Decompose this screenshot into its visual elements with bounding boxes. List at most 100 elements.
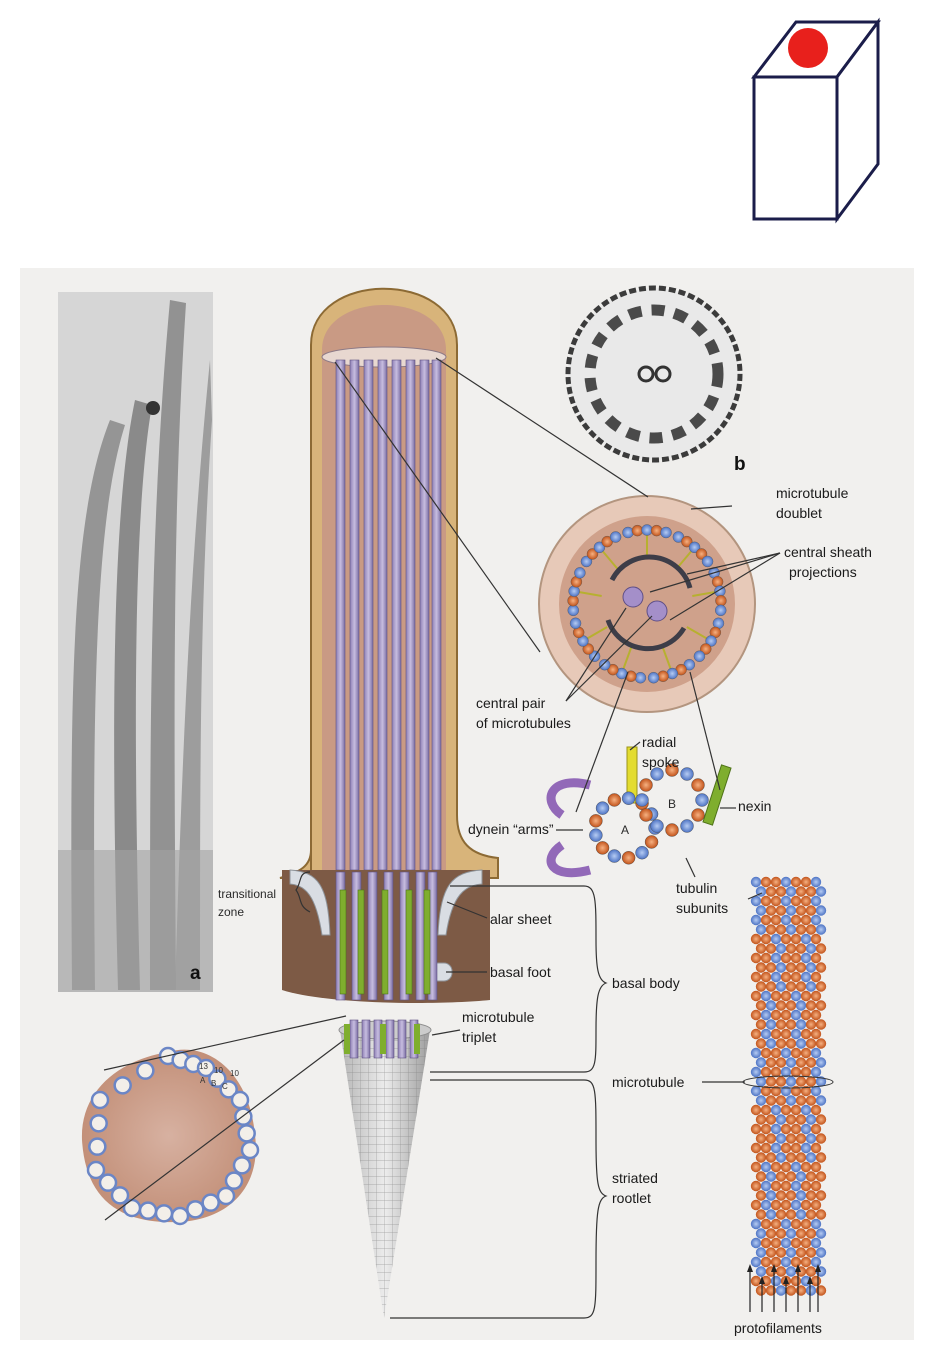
tubulin-subunit [755, 1285, 767, 1296]
tubulin-subunit [815, 1000, 827, 1011]
tubulin-subunit [790, 933, 802, 945]
micrograph-panel-a: a [58, 292, 213, 992]
tubulin-subunit [765, 1000, 777, 1011]
protofilament-arrow-head [747, 1264, 753, 1272]
tubulin-subunit [760, 1123, 772, 1135]
basal-triplet-bar [423, 889, 431, 995]
tubulin-subunit [800, 1066, 812, 1078]
tubulin-subunit [805, 1095, 817, 1106]
b-tubule-ball [695, 793, 709, 807]
subunit-b-label: B [668, 797, 676, 811]
a-tubule-ball [644, 835, 659, 849]
tubulin-subunit [775, 943, 787, 954]
tubulin-subunit [770, 1180, 782, 1192]
tubulin-subunit [755, 1228, 767, 1239]
tubulin-subunit [780, 1161, 792, 1173]
tubulin-subunit [780, 1256, 792, 1268]
triplet-tubule [98, 1173, 118, 1192]
tubulin-subunit [785, 1247, 797, 1258]
tubulin-subunit [810, 914, 822, 926]
tubulin-subunit [775, 1095, 787, 1106]
tubulin-subunit [795, 1038, 807, 1049]
lower-triplet-bar [380, 1024, 386, 1054]
tubulin-subunit [810, 952, 822, 964]
tubulin-subunit [755, 1057, 767, 1068]
tubulin-subunit [750, 1104, 762, 1116]
tubulin-subunit [765, 962, 777, 973]
tubulin-subunit [805, 943, 817, 954]
triplet-number-2: 10 [214, 1066, 223, 1075]
tubulin-subunit [795, 924, 807, 935]
shaft-microtubule [363, 359, 374, 871]
tubulin-subunit [760, 1142, 772, 1154]
tubulin-subunit [800, 1123, 812, 1135]
a-tubule-ball [595, 841, 610, 855]
tubulin-subunit [800, 876, 812, 888]
tubulin-subunit [815, 905, 827, 916]
tubulin-subunit [775, 962, 787, 973]
tubulin-subunit [785, 1209, 797, 1220]
tubulin-subunit [750, 1218, 762, 1230]
triplet-tubule [89, 1114, 108, 1133]
tubulin-subunit [750, 1180, 762, 1192]
b-tubule-ball [650, 819, 664, 833]
tubulin-subunit [755, 1114, 767, 1125]
tubulin-subunit [775, 1019, 787, 1030]
tubulin-subunit [790, 914, 802, 926]
striated-rootlet [338, 1019, 432, 1318]
triplet-tubule [208, 1069, 227, 1088]
label-dynein-arms: dynein “arms” [468, 821, 554, 837]
tubulin-subunit [815, 1171, 827, 1182]
tubulin-subunit [770, 1237, 782, 1249]
label-microtubule-triplet: microtubule triplet [462, 1009, 538, 1045]
tubulin-subunit [770, 971, 782, 983]
tubulin-subunit [770, 1161, 782, 1173]
tubulin-subunit [815, 1114, 827, 1125]
tubulin-subunit [750, 1009, 762, 1021]
tubulin-ball [567, 595, 579, 607]
basal-microtubule [367, 871, 378, 1001]
radial-spoke-line [601, 549, 619, 570]
tubulin-subunit [785, 1076, 797, 1087]
radial-spoke-line [675, 549, 693, 570]
triplet-tubule [219, 1080, 238, 1099]
tubulin-subunit [760, 1256, 772, 1268]
tubulin-subunit [755, 1247, 767, 1258]
tubulin-ball [569, 617, 582, 629]
tubulin-subunit [815, 981, 827, 992]
tubulin-subunit [800, 952, 812, 964]
tubulin-subunit [795, 1000, 807, 1011]
tubulin-subunit [780, 952, 792, 964]
tubulin-ball [688, 541, 701, 554]
tubulin-subunit [750, 1028, 762, 1040]
tubulin-subunit [785, 962, 797, 973]
tubulin-subunit [780, 1199, 792, 1211]
tubulin-subunit [800, 933, 812, 945]
tubulin-subunit [805, 1209, 817, 1220]
tubulin-ball [660, 526, 672, 539]
tubulin-subunit [790, 1161, 802, 1173]
tubulin-subunit [800, 1237, 812, 1249]
radial-spoke-line [622, 646, 633, 671]
tubulin-ball [681, 535, 693, 548]
tubulin-subunit [750, 971, 762, 983]
tubulin-subunit [755, 905, 767, 916]
tubulin-subunit [755, 1209, 767, 1220]
tubulin-subunit [750, 1275, 762, 1287]
tubulin-subunit [795, 1190, 807, 1201]
tubulin-subunit [780, 895, 792, 907]
tubulin-subunit [795, 1152, 807, 1163]
tubulin-subunit [785, 1019, 797, 1030]
label-microtubule: microtubule [612, 1074, 685, 1090]
tubulin-subunit [800, 1009, 812, 1021]
triplet-tubule [186, 1200, 205, 1219]
tubulin-subunit [815, 886, 827, 897]
tubulin-subunit [815, 1038, 827, 1049]
b-tubule-ball [650, 767, 664, 781]
triplet-tubule [136, 1061, 155, 1080]
tubulin-subunit [770, 1218, 782, 1230]
shaft-microtubule [419, 359, 430, 871]
tubulin-subunit [755, 1266, 767, 1277]
b-tubule-ball [639, 808, 653, 822]
a-tubule-ball [607, 793, 622, 807]
